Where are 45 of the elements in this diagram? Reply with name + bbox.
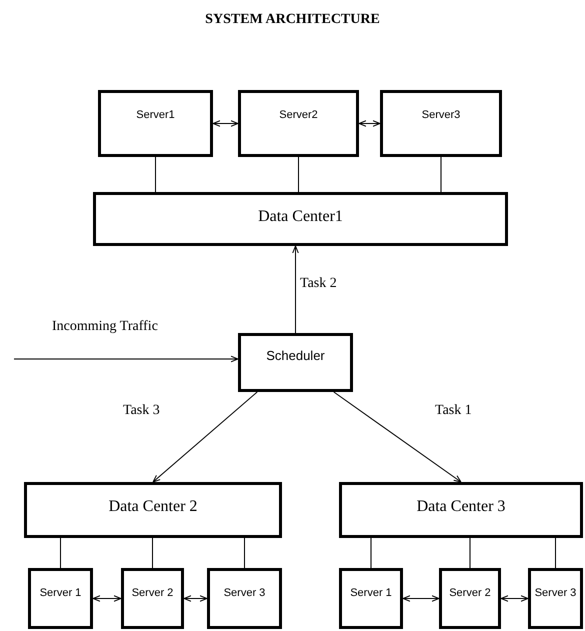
connector-line <box>244 538 245 568</box>
diagram-title: SYSTEM ARCHITECTURE <box>204 11 381 29</box>
arrow <box>402 595 440 602</box>
node-label: Server 3 <box>534 586 578 601</box>
server-box <box>28 568 93 629</box>
server-box <box>238 90 359 157</box>
node-label: Server2 <box>278 108 319 123</box>
arrow <box>152 392 258 482</box>
data-center-box <box>93 192 508 246</box>
server-box <box>439 568 501 629</box>
arrow <box>358 120 380 127</box>
arrow <box>212 120 238 127</box>
data-center-box <box>339 482 583 538</box>
arrow <box>92 595 122 602</box>
node-label: Server1 <box>135 108 176 123</box>
connector-line <box>440 156 442 192</box>
connector-line <box>60 538 61 568</box>
node-label: Server 1 <box>349 586 393 601</box>
server-box <box>121 568 184 629</box>
data-center-box <box>24 482 282 538</box>
server-box <box>380 90 502 157</box>
arrow <box>500 595 528 602</box>
node-label: Data Center 3 <box>416 497 506 517</box>
scheduler-box <box>238 333 353 392</box>
server-box <box>98 90 213 157</box>
node-label: Scheduler <box>265 347 326 365</box>
node-label: Server 1 <box>38 586 82 601</box>
node-label: Data Center 2 <box>108 497 198 517</box>
connector-line <box>370 538 372 568</box>
server-box <box>528 568 583 629</box>
connector-line <box>155 156 156 192</box>
connector-line <box>152 538 153 568</box>
server-box <box>207 568 282 629</box>
node-label: Server 3 <box>222 586 266 601</box>
connector-line <box>298 156 299 192</box>
node-label: Server 2 <box>448 586 492 601</box>
connector-line <box>555 538 556 568</box>
server-box <box>339 568 403 629</box>
arrow <box>14 356 238 362</box>
arrow <box>184 595 208 602</box>
node-label: Server3 <box>420 108 462 123</box>
arrow <box>333 392 462 482</box>
arrow <box>292 246 299 334</box>
node-label: Server 2 <box>130 586 174 601</box>
node-label: Data Center1 <box>257 207 344 227</box>
